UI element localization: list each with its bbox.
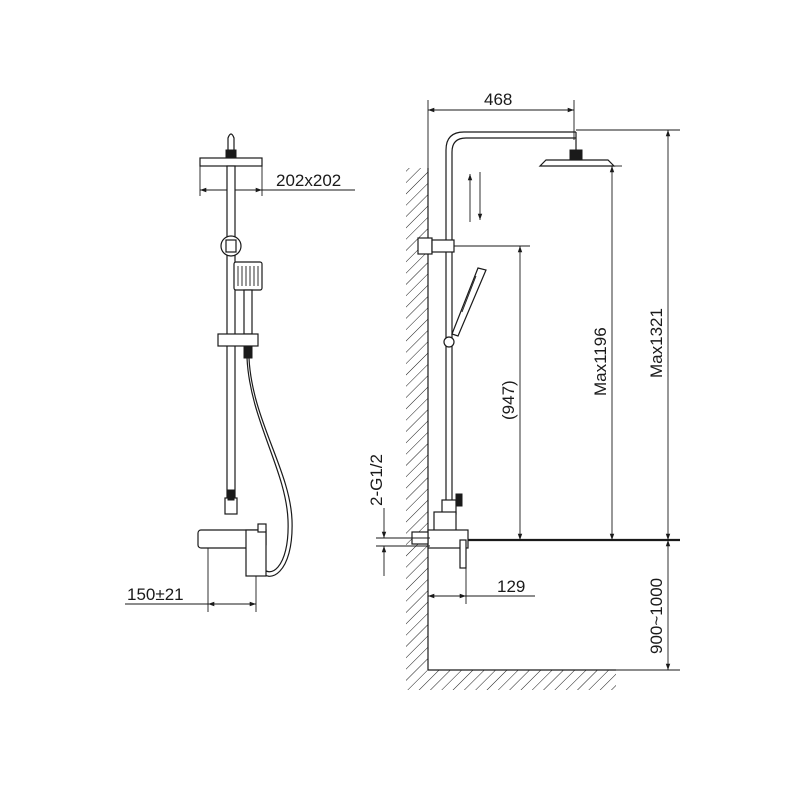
front-view: 202x202 bbox=[125, 133, 355, 612]
shower-arm-outer bbox=[445, 131, 576, 530]
hose-connector bbox=[243, 345, 253, 359]
side-overhead-head bbox=[538, 159, 616, 167]
side-mixer-top bbox=[433, 511, 457, 533]
shower-hose bbox=[248, 357, 293, 577]
side-hand-shower-detail bbox=[461, 275, 477, 313]
side-diverter-knob bbox=[455, 493, 463, 507]
slide-height-label: (947) bbox=[499, 380, 518, 420]
floor-hatch bbox=[428, 670, 616, 690]
shower-arm-inner bbox=[451, 137, 576, 530]
wall-bracket bbox=[417, 237, 433, 255]
side-head-connector bbox=[569, 149, 583, 160]
shower-hose-inner bbox=[246, 357, 289, 573]
mixer-spout bbox=[245, 529, 267, 577]
slide-holder bbox=[217, 333, 259, 347]
max-total-height-label: Max1321 bbox=[647, 308, 666, 378]
max-head-height-label: Max1196 bbox=[591, 327, 610, 396]
side-slide-holder bbox=[443, 336, 455, 348]
hand-shower-nozzles bbox=[237, 266, 259, 286]
overhead-shower-head bbox=[199, 157, 263, 167]
wall-offset-label: 129 bbox=[497, 577, 525, 596]
diverter-knob bbox=[227, 489, 235, 501]
mixer-lever bbox=[257, 523, 267, 533]
up-down-arrow-icon bbox=[467, 172, 483, 222]
side-hand-shower bbox=[451, 267, 487, 337]
arm-reach-label: 468 bbox=[484, 90, 512, 109]
side-mixer-lever bbox=[459, 539, 467, 569]
side-view: 468 2-G1/2 bbox=[367, 90, 680, 690]
bracket-clamp bbox=[431, 239, 455, 253]
hand-shower-handle bbox=[243, 289, 253, 335]
head-size-label: 202x202 bbox=[276, 171, 341, 190]
head-connector bbox=[225, 149, 237, 159]
rail-clamp bbox=[225, 239, 237, 253]
install-height-label: 900~1000 bbox=[647, 578, 666, 654]
inlet-spacing-label: 150±21 bbox=[127, 585, 184, 604]
inlet-thread-label: 2-G1/2 bbox=[367, 454, 386, 506]
rail-top-cap bbox=[227, 133, 235, 153]
wall-hatch bbox=[406, 168, 428, 690]
